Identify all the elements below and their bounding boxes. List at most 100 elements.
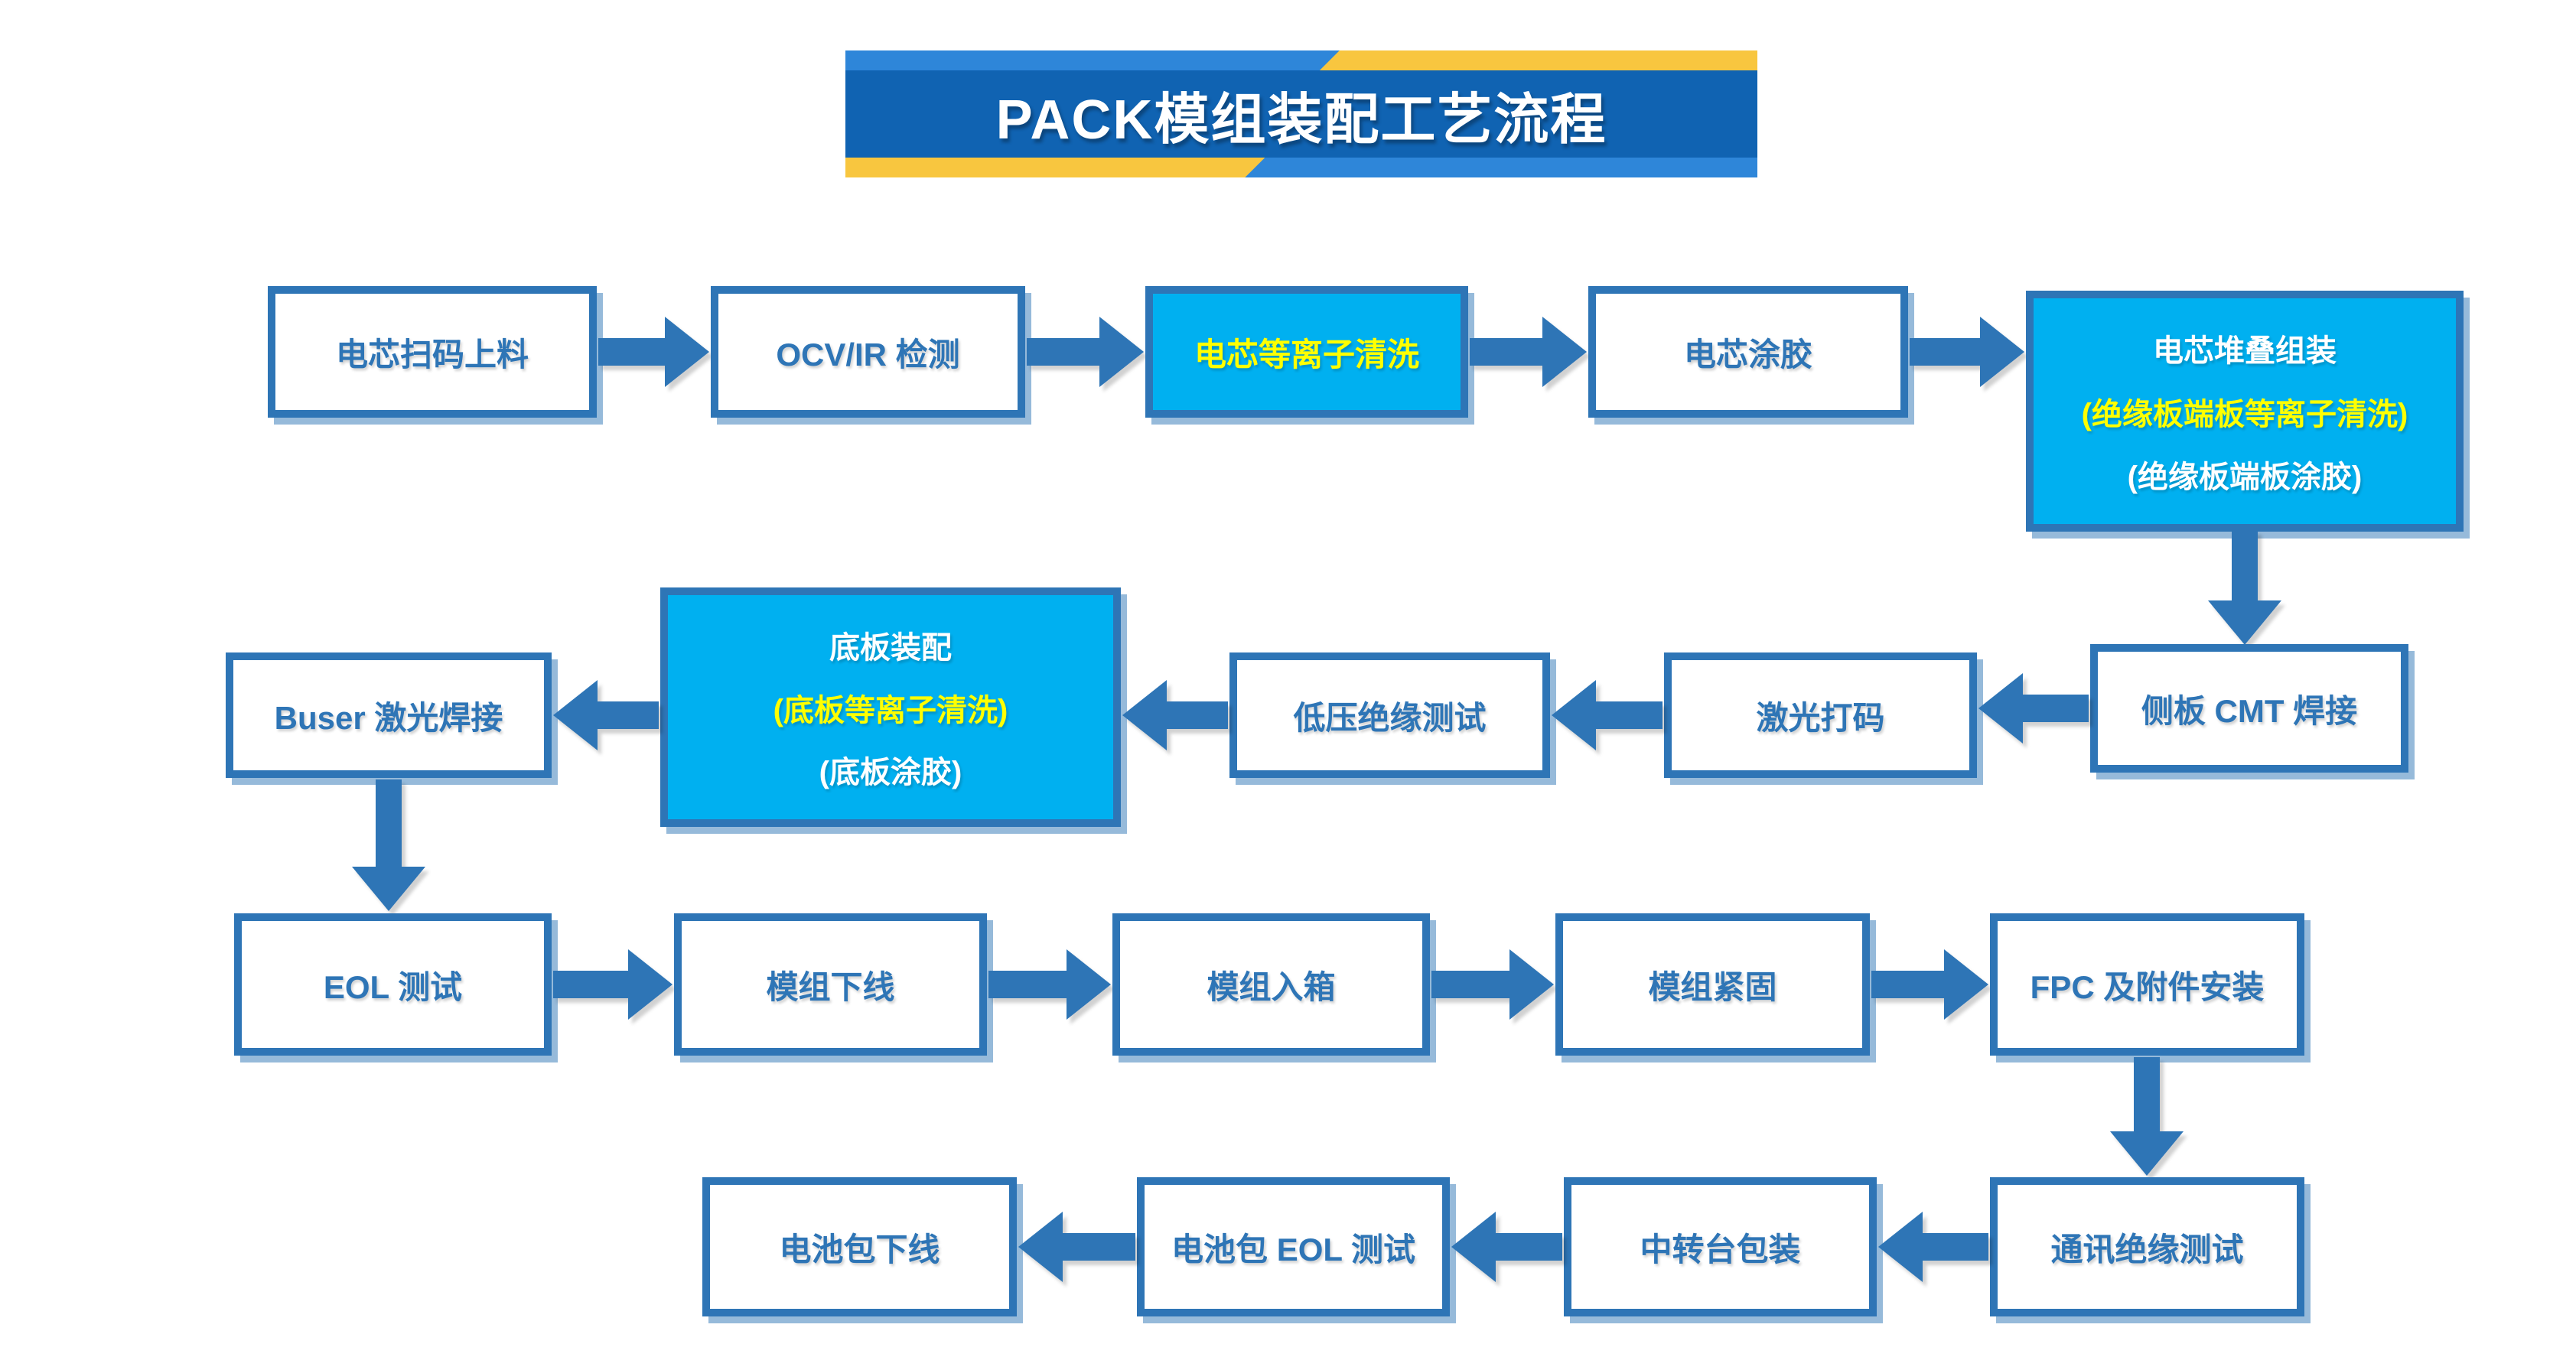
node-cell-stack-line2: (绝缘板端板等离子清洗) [2081, 397, 2408, 431]
node-transfer-pack-label: 中转台包装 [1640, 1231, 1801, 1268]
banner-accent-top-yellow [1319, 50, 1757, 70]
arrow-shaft [1913, 1233, 1988, 1261]
node-module-fasten: 模组紧固 [1555, 913, 1870, 1056]
node-cell-scan-label: 电芯扫码上料 [335, 336, 529, 373]
arrow-shaft [1487, 1233, 1562, 1261]
arrow-shaft [1431, 971, 1519, 998]
arrow-head [2208, 600, 2281, 645]
node-fpc-install: FPC 及附件安装 [1990, 913, 2304, 1056]
arrow-plasma-to-glue [1470, 317, 1587, 387]
arrow-shaft [1871, 971, 1953, 998]
banner-accent-bottom-lightblue [845, 158, 1757, 177]
node-laser-code-label: 激光打码 [1756, 699, 1885, 736]
node-baseplate-line3: (底板涂胶) [819, 756, 962, 790]
node-comm-test: 通讯绝缘测试 [1990, 1177, 2304, 1316]
node-eol-test-label: EOL 测试 [323, 968, 463, 1005]
node-transfer-pack: 中转台包装 [1564, 1177, 1877, 1316]
node-buser-weld: Buser 激光焊接 [226, 652, 552, 778]
arrow-head [1099, 317, 1144, 387]
node-module-offline: 模组下线 [674, 913, 987, 1056]
node-buser-weld-label: Buser 激光焊接 [274, 699, 503, 736]
arrow-head [1509, 949, 1554, 1020]
node-module-offline-label: 模组下线 [766, 968, 895, 1005]
node-lv-test-label: 低压绝缘测试 [1293, 699, 1487, 736]
arrow-shaft [1587, 701, 1663, 729]
node-cmt-weld: 侧板 CMT 焊接 [2090, 644, 2408, 773]
arrow-comm-test-to-transfer [1878, 1212, 1988, 1282]
arrow-head [2110, 1131, 2184, 1176]
arrow-shaft [988, 971, 1076, 998]
node-module-boxing-label: 模组入箱 [1207, 968, 1336, 1005]
arrow-cell-scan-to-ocv [598, 317, 709, 387]
arrow-head [1552, 680, 1596, 750]
node-cell-plasma: 电芯等离子清洗 [1145, 286, 1468, 418]
arrow-head [352, 867, 425, 911]
arrow-lv-test-to-baseplate [1122, 680, 1228, 750]
arrow-head [553, 680, 598, 750]
arrow-shaft [1054, 1233, 1135, 1261]
arrow-laser-code-to-lv-test [1552, 680, 1663, 750]
node-cell-plasma-label: 电芯等离子清洗 [1194, 336, 1419, 373]
node-lv-test: 低压绝缘测试 [1229, 652, 1550, 778]
node-cell-glue: 电芯涂胶 [1588, 286, 1908, 418]
node-ocv-ir: OCV/IR 检测 [711, 286, 1025, 418]
banner-bar: PACK模组装配工艺流程 [845, 70, 1757, 158]
node-pack-eol: 电池包 EOL 测试 [1137, 1177, 1450, 1316]
arrow-head [1944, 949, 1988, 1020]
arrow-shaft [2134, 1057, 2160, 1133]
node-cell-glue-label: 电芯涂胶 [1683, 336, 1812, 373]
page-title: PACK模组装配工艺流程 [995, 89, 1607, 151]
arrow-transfer-to-pack-eol [1451, 1212, 1562, 1282]
arrow-shaft [1158, 701, 1228, 729]
arrow-head [1878, 1212, 1923, 1282]
banner-accent-bottom-yellow [845, 158, 1265, 177]
node-baseplate: 底板装配 (底板等离子清洗) (底板涂胶) [660, 587, 1121, 827]
arrow-ocv-to-plasma [1027, 317, 1144, 387]
arrow-buser-to-eol [352, 779, 425, 911]
node-pack-offline-label: 电池包下线 [779, 1231, 940, 1268]
node-baseplate-line1: 底板装配 [829, 630, 952, 665]
arrow-shaft [598, 338, 674, 366]
node-comm-test-label: 通讯绝缘测试 [2050, 1231, 2244, 1268]
node-pack-eol-label: 电池包 EOL 测试 [1171, 1231, 1415, 1268]
arrow-shaft [1470, 338, 1552, 366]
title-banner: PACK模组装配工艺流程 [845, 50, 1757, 177]
node-baseplate-line2: (底板等离子清洗) [773, 693, 1008, 727]
arrow-head [1542, 317, 1587, 387]
arrow-shaft [376, 779, 402, 868]
node-eol-test: EOL 测试 [234, 913, 552, 1056]
arrow-module-offline-to-boxing [988, 949, 1111, 1020]
arrow-glue-to-stack [1910, 317, 2024, 387]
arrow-head [1451, 1212, 1496, 1282]
arrow-boxing-to-fasten [1431, 949, 1554, 1020]
arrow-head [1122, 680, 1167, 750]
arrow-head [628, 949, 672, 1020]
arrow-shaft [2014, 695, 2089, 722]
arrow-eol-to-module-offline [553, 949, 672, 1020]
node-pack-offline: 电池包下线 [702, 1177, 1017, 1316]
node-cell-stack: 电芯堆叠组装 (绝缘板端板等离子清洗) (绝缘板端板涂胶) [2026, 291, 2464, 532]
arrow-head [1067, 949, 1111, 1020]
banner-accent-top-lightblue [845, 50, 1757, 70]
arrow-fasten-to-fpc [1871, 949, 1988, 1020]
arrow-fpc-to-comm-test [2110, 1057, 2184, 1176]
arrow-pack-eol-to-pack-offline [1018, 1212, 1135, 1282]
node-module-boxing: 模组入箱 [1112, 913, 1430, 1056]
node-cell-stack-line3: (绝缘板端板涂胶) [2127, 460, 2363, 494]
arrow-shaft [588, 701, 659, 729]
node-module-fasten-label: 模组紧固 [1648, 968, 1777, 1005]
node-cmt-weld-label: 侧板 CMT 焊接 [2141, 692, 2358, 729]
arrow-head [665, 317, 709, 387]
arrow-baseplate-to-buser [553, 680, 659, 750]
node-cell-scan: 电芯扫码上料 [268, 286, 597, 418]
node-cell-stack-line1: 电芯堆叠组装 [2153, 334, 2337, 369]
node-fpc-install-label: FPC 及附件安装 [2030, 968, 2265, 1005]
node-laser-code: 激光打码 [1664, 652, 1977, 778]
arrow-stack-to-cmt [2208, 530, 2281, 645]
arrow-head [1978, 673, 2023, 744]
arrow-shaft [2232, 530, 2258, 602]
node-ocv-ir-label: OCV/IR 检测 [776, 336, 960, 373]
arrow-head [1018, 1212, 1063, 1282]
arrow-shaft [1027, 338, 1109, 366]
